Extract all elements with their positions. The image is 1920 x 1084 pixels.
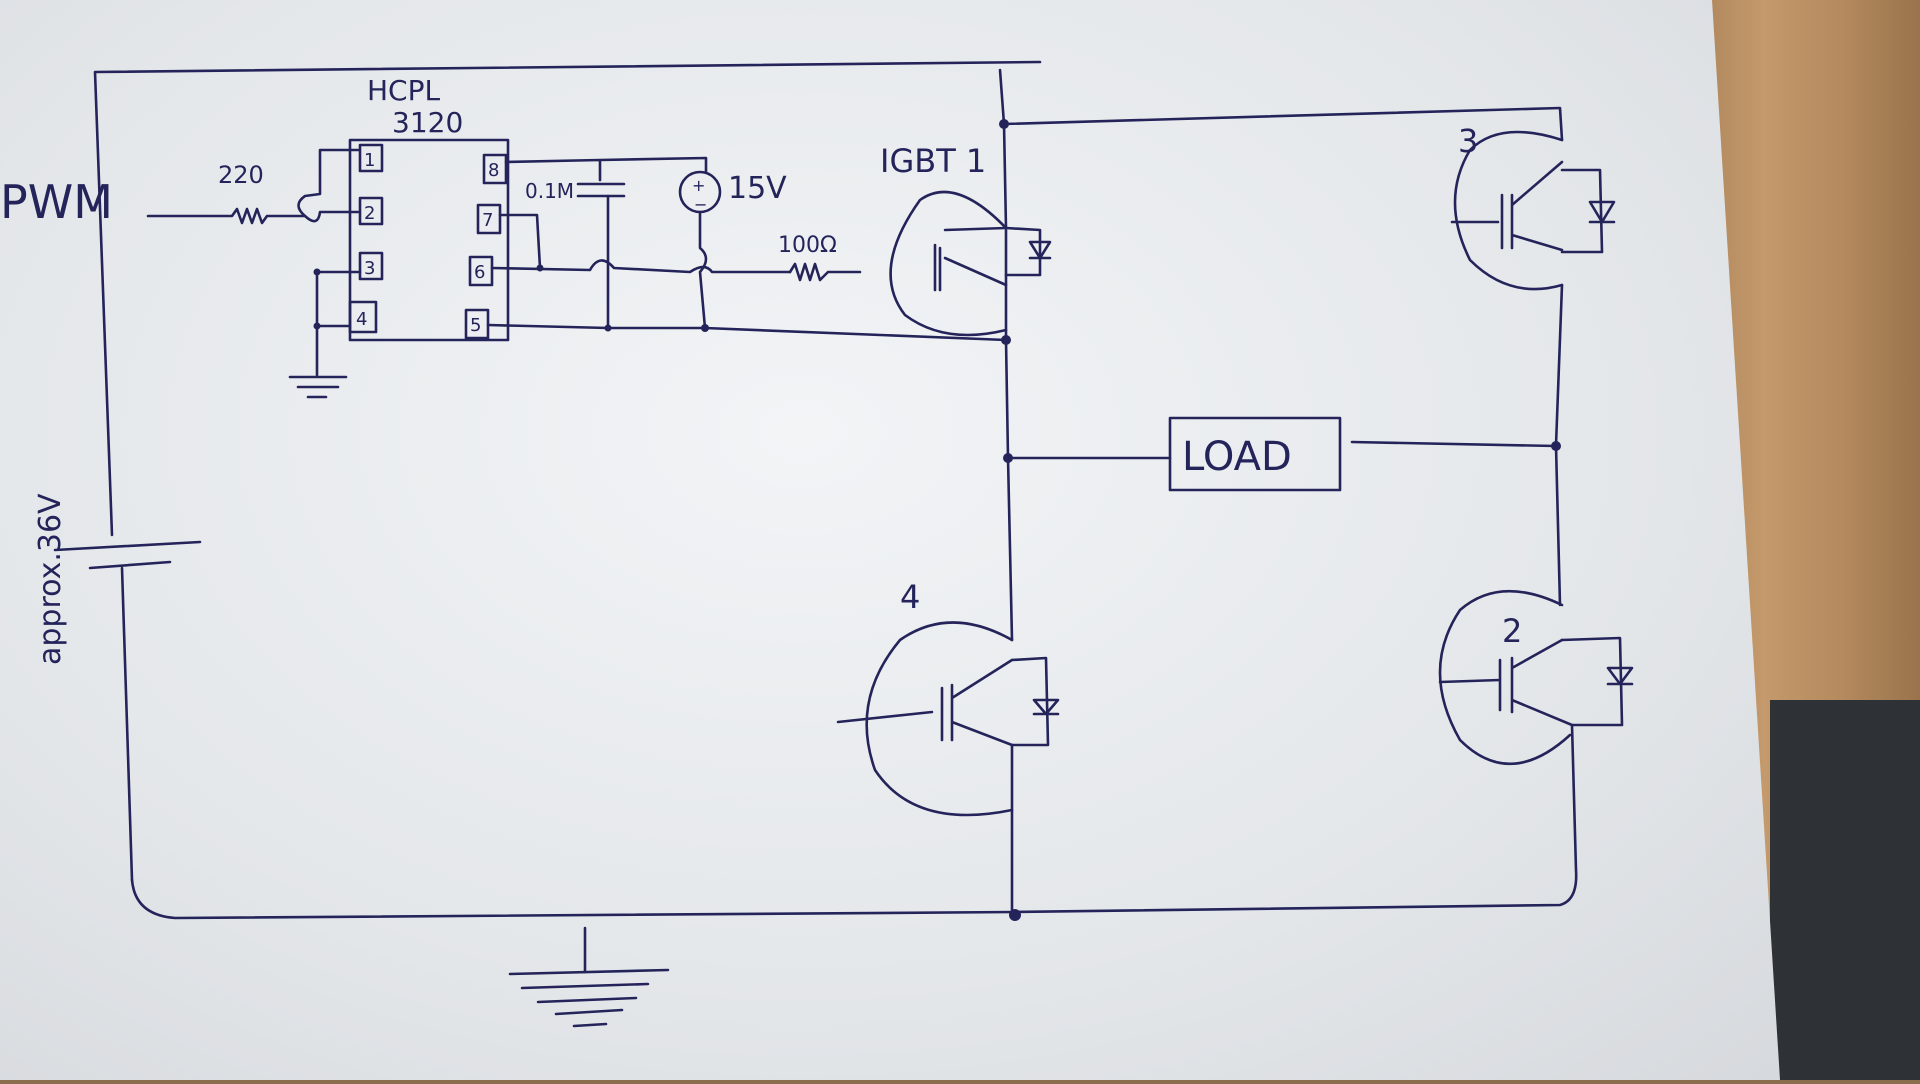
optocoupler-name: HCPL bbox=[367, 74, 440, 107]
load-label: LOAD bbox=[1182, 434, 1292, 480]
optocoupler-body bbox=[348, 138, 510, 342]
svg-text:−: − bbox=[694, 195, 707, 214]
load-wire-right bbox=[1350, 440, 1558, 448]
input-wire bbox=[297, 148, 360, 223]
svg-text:+: + bbox=[692, 176, 705, 195]
gate-drive-wire bbox=[490, 213, 792, 274]
circuit-schematic: approx.36V PWM 220 HCPL 3120 bbox=[0, 60, 1634, 1028]
svg-text:8: 8 bbox=[488, 160, 499, 181]
capacitor-0-1m bbox=[576, 182, 626, 330]
battery-label: approx.36V bbox=[33, 493, 68, 665]
load-box bbox=[1168, 416, 1342, 492]
left-leg-wire bbox=[1004, 338, 1014, 642]
logic-ground-wire bbox=[315, 270, 362, 377]
input-resistor-220 bbox=[146, 207, 307, 225]
input-resistor-label: 220 bbox=[218, 161, 264, 189]
pin-4: 4 bbox=[348, 300, 378, 334]
gate-resistor-label: 100Ω bbox=[778, 233, 837, 258]
gate-resistor-100 bbox=[788, 262, 862, 282]
ground-symbol bbox=[508, 926, 670, 1028]
pin-7: 7 bbox=[476, 203, 502, 235]
pin-6: 6 bbox=[468, 255, 494, 287]
igbt-4-symbol bbox=[836, 621, 1060, 917]
battery-symbol bbox=[53, 540, 202, 882]
svg-text:1: 1 bbox=[364, 150, 375, 171]
right-top-wire bbox=[1002, 106, 1564, 142]
bottom-rail-wire bbox=[130, 723, 1578, 920]
svg-text:3: 3 bbox=[364, 258, 375, 279]
paper-sheet: approx.36V PWM 220 HCPL 3120 bbox=[0, 0, 1780, 1080]
igbt-3-symbol bbox=[1450, 130, 1616, 447]
pin-1: 1 bbox=[358, 143, 384, 173]
pwm-label: PWM bbox=[0, 175, 113, 229]
vcc-wire bbox=[504, 156, 708, 182]
emitter-return-wire bbox=[486, 323, 1008, 342]
igbt-1-symbol bbox=[889, 68, 1052, 342]
dark-object bbox=[1770, 700, 1920, 1080]
svg-text:2: 2 bbox=[364, 203, 375, 224]
pin-8: 8 bbox=[482, 153, 508, 185]
supply-15v: + − bbox=[678, 170, 722, 330]
pin-2: 2 bbox=[358, 196, 384, 226]
pin-5: 5 bbox=[464, 308, 490, 340]
igbt-4-label: 4 bbox=[900, 578, 920, 616]
right-leg-wire bbox=[1554, 444, 1562, 607]
igbt-3-label: 3 bbox=[1458, 122, 1478, 160]
top-rail-wire bbox=[93, 60, 1042, 537]
igbt-1-label: IGBT 1 bbox=[880, 142, 986, 180]
logic-ground-symbol bbox=[288, 375, 348, 399]
svg-text:7: 7 bbox=[482, 210, 493, 231]
igbt-2-label: 2 bbox=[1502, 612, 1522, 650]
svg-text:6: 6 bbox=[474, 262, 485, 283]
optocoupler-part: 3120 bbox=[392, 106, 463, 139]
capacitor-label: 0.1M bbox=[525, 179, 574, 203]
svg-text:4: 4 bbox=[356, 309, 367, 330]
supply-label: 15V bbox=[728, 171, 787, 206]
svg-text:5: 5 bbox=[470, 315, 481, 336]
igbt-2-symbol bbox=[1438, 589, 1634, 766]
pin-3: 3 bbox=[358, 251, 384, 281]
